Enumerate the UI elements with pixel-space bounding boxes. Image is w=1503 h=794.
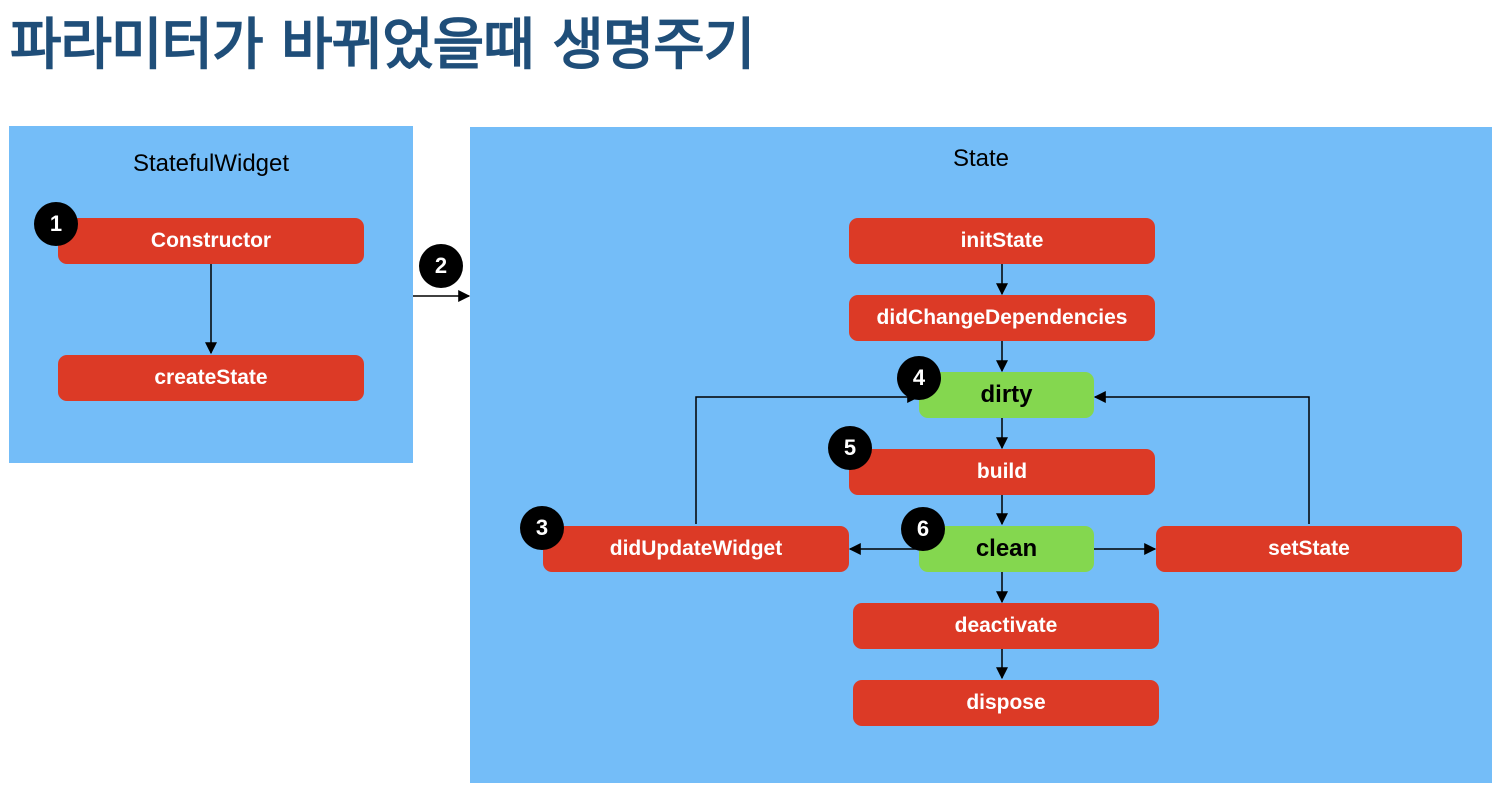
stateful-widget-panel-title: StatefulWidget <box>132 150 290 177</box>
step-badge-5: 5 <box>828 426 872 470</box>
arrow-didupdatewidget-to-dirty <box>695 391 920 524</box>
deactivate-node: deactivate <box>853 603 1159 649</box>
build-node: build <box>849 449 1155 495</box>
page-title: 파라미터가 바뀌었을때 생명주기 <box>10 13 755 78</box>
step-badge-6: 6 <box>901 507 945 551</box>
step-badge-1: 1 <box>34 202 78 246</box>
set-state-node: setState <box>1156 526 1462 572</box>
create-state-node: createState <box>58 355 364 401</box>
step-badge-2: 2 <box>419 244 463 288</box>
did-change-dependencies-node: didChangeDependencies <box>849 295 1155 341</box>
init-state-node: initState <box>849 218 1155 264</box>
state-panel-title: State <box>952 145 1010 172</box>
clean-node: clean <box>919 526 1094 572</box>
dispose-node: dispose <box>853 680 1159 726</box>
constructor-node: Constructor <box>58 218 364 264</box>
arrow-setstate-to-dirty <box>1093 391 1310 524</box>
dirty-node: dirty <box>919 372 1094 418</box>
step-badge-4: 4 <box>897 356 941 400</box>
did-update-widget-node: didUpdateWidget <box>543 526 849 572</box>
step-badge-3: 3 <box>520 506 564 550</box>
